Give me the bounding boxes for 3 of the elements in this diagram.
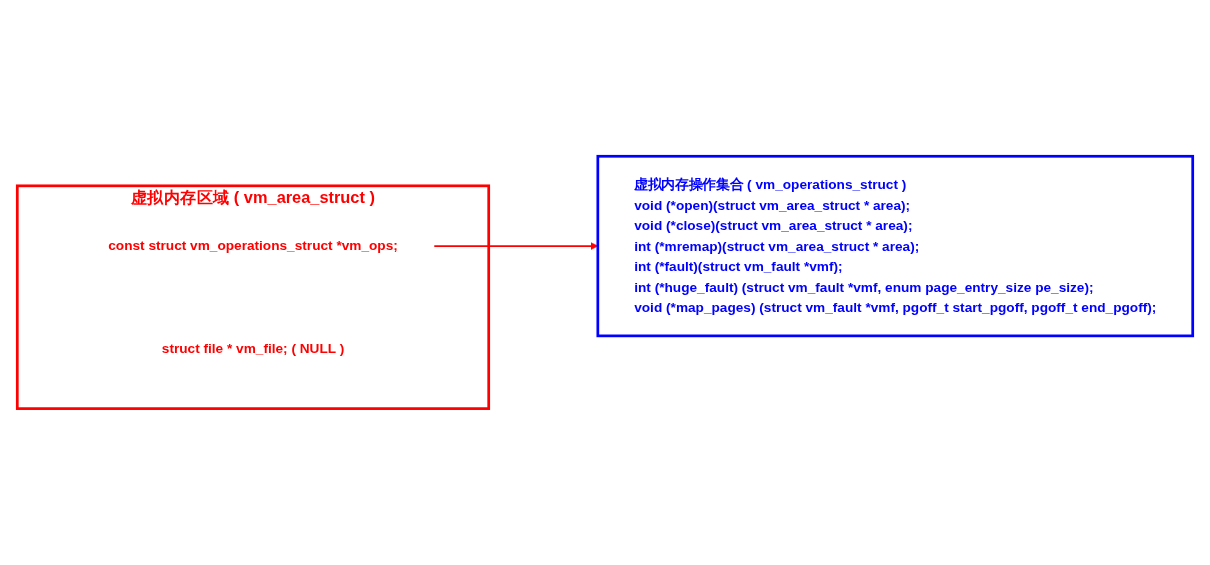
node-text: struct file * vm_file; ( NULL )	[161, 340, 345, 356]
node-text: const struct vm_operations_struct *vm_ops;	[108, 237, 398, 254]
node-box: 虚拟内存操作集合 ( vm_operations_struct ) void (*open)(struct vm_area_struct * area); void (*close)(struct vm_area_struct * area); int (*mremap)(struct vm_area_struct * area); int (*fault)(struct vm_fault *vmf); int (*huge_fault) (struct vm_fault *vmf, enum page_entry_size pe_size); void (*map_pages) (struct vm_fault *vmf, pgoff_t start_pgoff, pgoff_t end_pgoff);	[596, 154, 1195, 338]
